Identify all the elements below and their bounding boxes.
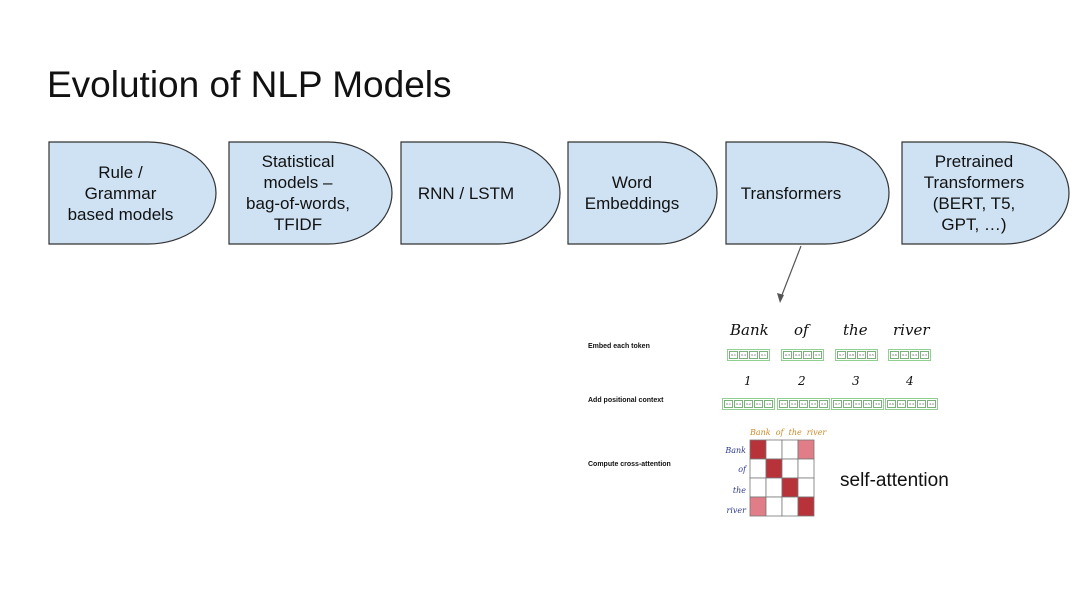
vector-cell: 0.1 [759, 351, 768, 359]
vector-cell: 0.7 [833, 400, 842, 408]
vector-cell: 0.1 [754, 400, 763, 408]
vector-cell: 2.0 [819, 400, 828, 408]
attention-cell [781, 477, 799, 498]
stage-rnn-lstm: RNN / LSTM [400, 141, 562, 245]
vector-cell: 0.3 [853, 400, 862, 408]
vector-cell: 0.4 [897, 400, 906, 408]
step-label-embed: Embed each token [588, 343, 650, 350]
stage-label: Pretrained Transformers (BERT, T5, GPT, … [923, 152, 1025, 234]
stage-shape [725, 141, 890, 245]
vector-cell: 0.4 [739, 351, 748, 359]
vector-cell: 0.8 [847, 351, 856, 359]
stage-label: Rule / Grammar based models [67, 162, 174, 224]
position-number: 3 [852, 374, 860, 388]
stage-word-embeddings: Word Embeddings [567, 141, 719, 245]
stage-shape [48, 141, 217, 245]
attention-cell [797, 477, 815, 498]
matrix-row-label: of [738, 465, 746, 474]
vector-cell: 0.3 [809, 400, 818, 408]
token-label: river [893, 321, 930, 339]
stage-pretrained-transformers: Pretrained Transformers (BERT, T5, GPT, … [901, 141, 1071, 245]
stage-shape [901, 141, 1070, 245]
attention-cell [765, 439, 783, 460]
vector-cell: 0.3 [779, 400, 788, 408]
arrow [777, 245, 802, 303]
token-label: Bank [730, 321, 769, 339]
vector-cell: 0.3 [783, 351, 792, 359]
vector-cell: 0.4 [789, 400, 798, 408]
stage-statistical: Statistical models – bag-of-words, TFIDF [228, 141, 394, 245]
position-number: 1 [744, 374, 752, 388]
attention-cell [765, 458, 783, 479]
stage-shape [567, 141, 718, 245]
attention-cell [749, 496, 767, 517]
attention-cell [781, 496, 799, 517]
attention-cell [765, 496, 783, 517]
vector-cell: 0.7 [837, 351, 846, 359]
self-attention-label: self-attention [840, 470, 949, 491]
vector-cell: 0.4 [734, 400, 743, 408]
matrix-row-label: Bank [725, 446, 746, 455]
stage-label: RNN / LSTM [417, 183, 515, 203]
vector-cell: 0.2 [749, 351, 758, 359]
vector-cell: 0.4 [799, 400, 808, 408]
vector-cell: 0.4 [803, 351, 812, 359]
step-label-attention: Compute cross-attention [588, 461, 671, 468]
attention-cell [781, 458, 799, 479]
stage-shape [400, 141, 561, 245]
vector-cell: 0.4 [907, 400, 916, 408]
attention-cell [765, 477, 783, 498]
attention-cell [749, 439, 767, 460]
vector-cell: 0.6 [890, 351, 899, 359]
vector-cell: 0.8 [843, 400, 852, 408]
matrix-header: Bank of the river [750, 428, 827, 437]
stage-rule-grammar: Rule / Grammar based models [48, 141, 218, 245]
position-number: 2 [798, 374, 806, 388]
matrix-row-label: river [726, 506, 746, 515]
attention-matrix [749, 439, 815, 517]
stage-label: Statistical models – bag-of-words, TFIDF [246, 152, 350, 234]
vector-cell: 0.3 [813, 351, 822, 359]
attention-cell [797, 439, 815, 460]
vector-cell: 0.2 [744, 400, 753, 408]
stage-transformers: Transformers [725, 141, 891, 245]
vector-cell: 0.5 [863, 400, 872, 408]
stage-shape [228, 141, 393, 245]
position-number: 4 [906, 374, 914, 388]
vector-cell: 0.5 [867, 351, 876, 359]
token-label: the [843, 321, 868, 339]
vector-cell: 0.1 [724, 400, 733, 408]
stage-label: Word Embeddings [584, 173, 680, 213]
vector-cell: 0.6 [887, 400, 896, 408]
vector-cell: 0.4 [910, 351, 919, 359]
vector-cell: 0.3 [857, 351, 866, 359]
matrix-row-label: the [732, 486, 746, 495]
attention-cell [781, 439, 799, 460]
vector-cell: 0.4 [900, 351, 909, 359]
vector-cell: 3.0 [873, 400, 882, 408]
attention-cell [797, 458, 815, 479]
token-label: of [794, 321, 809, 339]
vector-cell: 0.3 [920, 351, 929, 359]
vector-cell: 4.0 [927, 400, 936, 408]
attention-cell [797, 496, 815, 517]
vector-cell: 0.3 [917, 400, 926, 408]
page-title: Evolution of NLP Models [47, 64, 452, 105]
step-label-positional: Add positional context [588, 397, 664, 404]
attention-cell [749, 477, 767, 498]
vector-cell: 0.1 [729, 351, 738, 359]
attention-cell [749, 458, 767, 479]
vector-cell: 0.4 [793, 351, 802, 359]
stage-label: Transformers [740, 183, 842, 203]
vector-cell: 1.0 [764, 400, 773, 408]
